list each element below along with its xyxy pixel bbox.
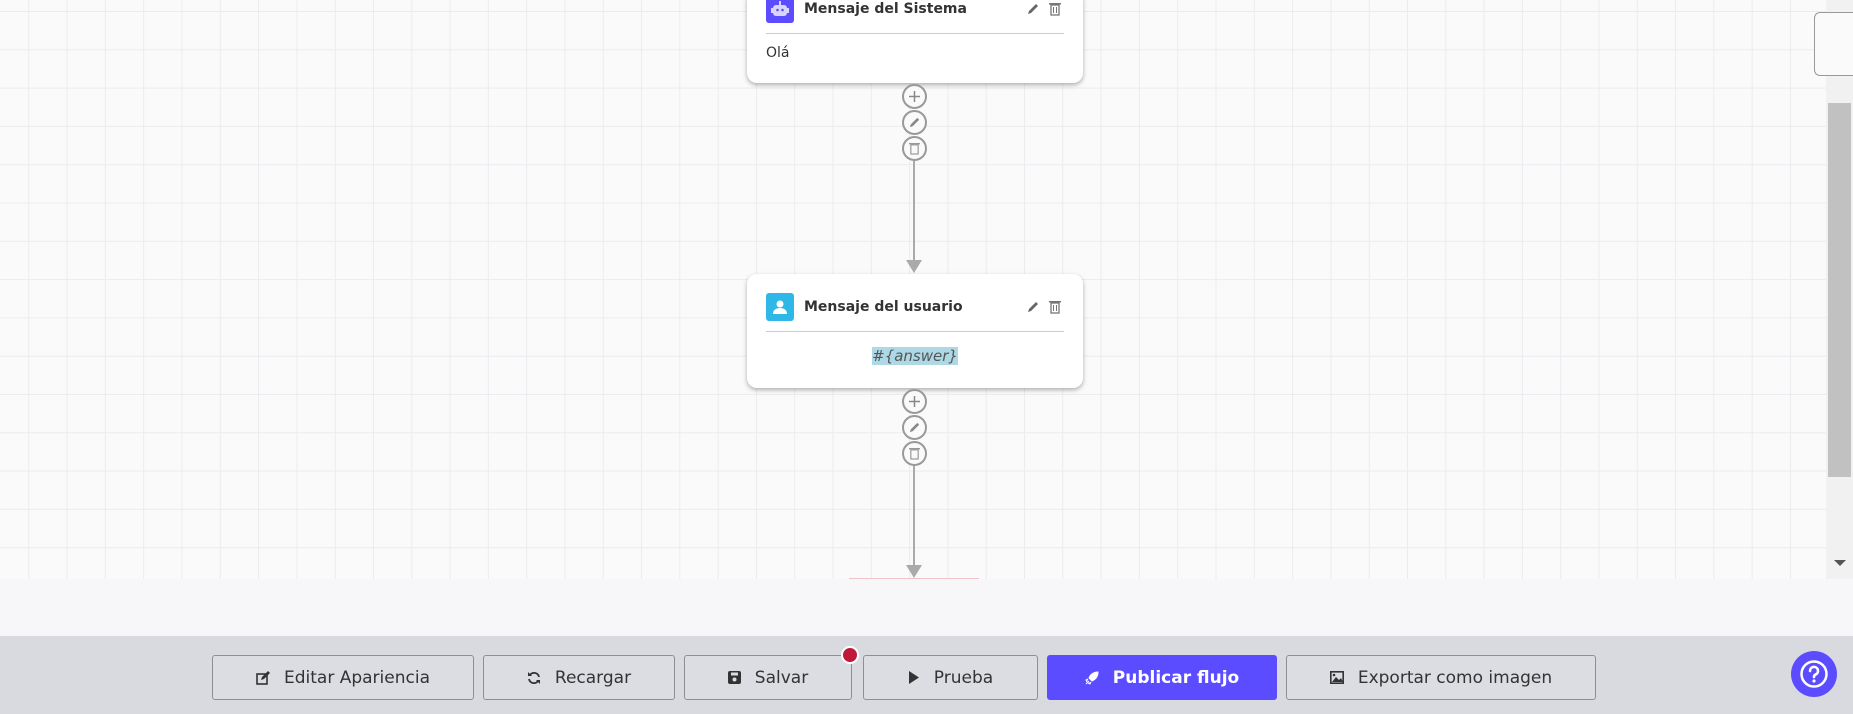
help-button[interactable] xyxy=(1791,651,1837,697)
connector-arrow xyxy=(906,565,922,578)
export-image-button[interactable]: Exportar como imagen xyxy=(1286,655,1596,700)
save-button[interactable]: Salvar xyxy=(684,655,852,700)
save-icon xyxy=(727,671,741,684)
trash-icon[interactable] xyxy=(1046,0,1064,18)
node-user-message[interactable]: Mensaje del usuario #{answer} xyxy=(747,274,1083,388)
node-title: Mensaje del Sistema xyxy=(804,1,967,17)
minimap-box[interactable] xyxy=(1814,12,1853,76)
test-button[interactable]: Prueba xyxy=(863,655,1038,700)
scroll-down-arrow-icon[interactable] xyxy=(1834,560,1846,566)
add-node-button[interactable] xyxy=(902,84,927,109)
add-node-button[interactable] xyxy=(902,389,927,414)
flow-canvas[interactable]: Mensaje del Sistema Olá Mensaje del usua… xyxy=(0,0,1826,579)
play-icon xyxy=(908,671,919,684)
publish-flow-button[interactable]: Publicar flujo xyxy=(1047,655,1277,700)
next-node-edge xyxy=(849,578,979,579)
vertical-scrollbar[interactable] xyxy=(1814,0,1853,579)
connector-line xyxy=(913,466,915,566)
variable-highlight: #{answer} xyxy=(872,347,958,365)
edit-pencil-icon[interactable] xyxy=(1024,298,1042,316)
unsaved-indicator-dot xyxy=(841,646,859,664)
reload-button[interactable]: Recargar xyxy=(483,655,675,700)
robot-icon xyxy=(766,0,794,23)
delete-connection-button[interactable] xyxy=(902,136,927,161)
connector-arrow xyxy=(906,260,922,273)
scrollbar-thumb[interactable] xyxy=(1828,103,1851,477)
edit-icon xyxy=(256,670,270,685)
trash-icon[interactable] xyxy=(1046,298,1064,316)
rocket-icon xyxy=(1085,670,1099,685)
connector-line xyxy=(913,161,915,261)
edit-connection-button[interactable] xyxy=(902,110,927,135)
node-title: Mensaje del usuario xyxy=(804,299,963,315)
refresh-icon xyxy=(527,671,540,684)
question-icon xyxy=(1800,660,1828,688)
edit-connection-button[interactable] xyxy=(902,415,927,440)
user-icon xyxy=(766,293,794,321)
node-system-message[interactable]: Mensaje del Sistema Olá xyxy=(747,0,1083,83)
image-icon xyxy=(1329,671,1344,684)
edit-appearance-button[interactable]: Editar Apariencia xyxy=(212,655,474,700)
delete-connection-button[interactable] xyxy=(902,441,927,466)
bottom-toolbar: Editar Apariencia Recargar Salvar Prueba… xyxy=(0,636,1853,714)
node-body: Olá xyxy=(766,45,790,61)
edit-pencil-icon[interactable] xyxy=(1024,0,1042,18)
